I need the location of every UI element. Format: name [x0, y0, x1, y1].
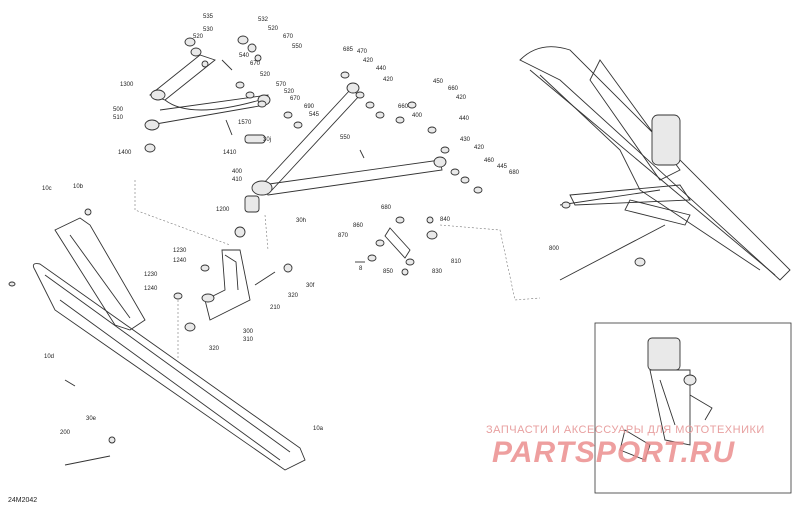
callout-label: 510 [113, 115, 124, 121]
callout-label: 840 [440, 217, 451, 223]
callout-label: 30f [306, 283, 315, 289]
callout-label: 685 [343, 47, 354, 53]
callout-label: 400 [232, 169, 243, 175]
watermark-logo: PARTSPORT.RU [492, 436, 736, 469]
callout-label: 430 [460, 137, 471, 143]
detail-inset [594, 322, 792, 494]
callout-label: 550 [340, 135, 351, 141]
assembled-front-suspension [519, 46, 791, 281]
callout-label: 500 [113, 107, 124, 113]
callout-label: 410 [232, 177, 243, 183]
callout-label: 860 [353, 223, 364, 229]
callout-label: 10b [73, 184, 84, 190]
callout-label: 1400 [118, 150, 132, 156]
callout-label: 10d [44, 354, 54, 360]
callout-label: 1410 [223, 150, 237, 156]
callout-label: 680 [509, 170, 520, 176]
diagram-code: 24M2042 [8, 497, 38, 504]
callout-label: 320 [209, 346, 220, 352]
callout-label: 800 [549, 246, 560, 252]
callout-label: 460 [484, 158, 495, 164]
callout-label: 670 [290, 96, 301, 102]
callout-label: 400 [412, 113, 423, 119]
callout-label: 690 [304, 104, 315, 110]
callout-label: 535 [203, 14, 214, 20]
callout-label: 320 [288, 293, 299, 299]
callout-label: 10a [313, 426, 324, 432]
callout-label: 550 [292, 44, 303, 50]
callout-label: 570 [276, 82, 287, 88]
callout-label: 520 [284, 89, 295, 95]
callout-label: 520 [268, 26, 279, 32]
callout-label: 8 [359, 266, 363, 272]
callout-label: 540 [239, 53, 250, 59]
callout-label: 445 [497, 164, 508, 170]
callout-label: 450 [433, 79, 444, 85]
callout-label: 830 [432, 269, 443, 275]
callout-label: 1200 [216, 207, 230, 213]
callout-label: 810 [451, 259, 462, 265]
sway-bar-link [355, 216, 438, 276]
callout-label: 670 [283, 34, 294, 40]
ski-assembly [8, 208, 306, 471]
callout-label: 530 [203, 27, 214, 33]
callout-label: 1230 [173, 248, 187, 254]
callout-label: 1300 [120, 82, 134, 88]
spindle [173, 195, 293, 332]
callout-label: 660 [398, 104, 409, 110]
callout-label: 310 [243, 337, 254, 343]
callout-label: 440 [376, 66, 387, 72]
callout-label: 1230 [144, 272, 158, 278]
callout-label: 532 [258, 17, 269, 23]
callout-label: 680 [381, 205, 392, 211]
assembly-leaders [134, 180, 541, 360]
callout-label: 520 [260, 72, 271, 78]
callout-label: 30e [86, 416, 97, 422]
callout-label: 300 [243, 329, 254, 335]
callout-label: 10c [42, 186, 52, 192]
callout-label: 1570 [238, 120, 252, 126]
callout-labels: 535 530 520 532 520 670 540 550 670 520 … [42, 14, 560, 436]
callout-label: 470 [357, 49, 368, 55]
callout-label: 420 [363, 58, 374, 64]
callout-label: 850 [383, 269, 394, 275]
callout-label: 520 [193, 34, 204, 40]
callout-label: 210 [270, 305, 281, 311]
watermark-tagline: ЗАПЧАСТИ И АКСЕССУАРЫ ДЛЯ МОТОТЕХНИКИ [486, 424, 765, 436]
callout-label: 1240 [173, 258, 187, 264]
callout-label: 660 [448, 86, 459, 92]
callout-label: 30h [296, 218, 306, 224]
callout-label: 420 [474, 145, 485, 151]
callout-label: 200 [60, 430, 71, 436]
callout-label: 545 [309, 112, 320, 118]
callout-label: 420 [383, 77, 394, 83]
callout-label: 670 [250, 61, 261, 67]
upper-hardware-stack [144, 35, 303, 153]
callout-label: 870 [338, 233, 349, 239]
callout-label: 420 [456, 95, 467, 101]
lower-arm-hardware [340, 71, 483, 194]
callout-label: 440 [459, 116, 470, 122]
callout-label: 1240 [144, 286, 158, 292]
callout-label: 30j [263, 137, 271, 143]
